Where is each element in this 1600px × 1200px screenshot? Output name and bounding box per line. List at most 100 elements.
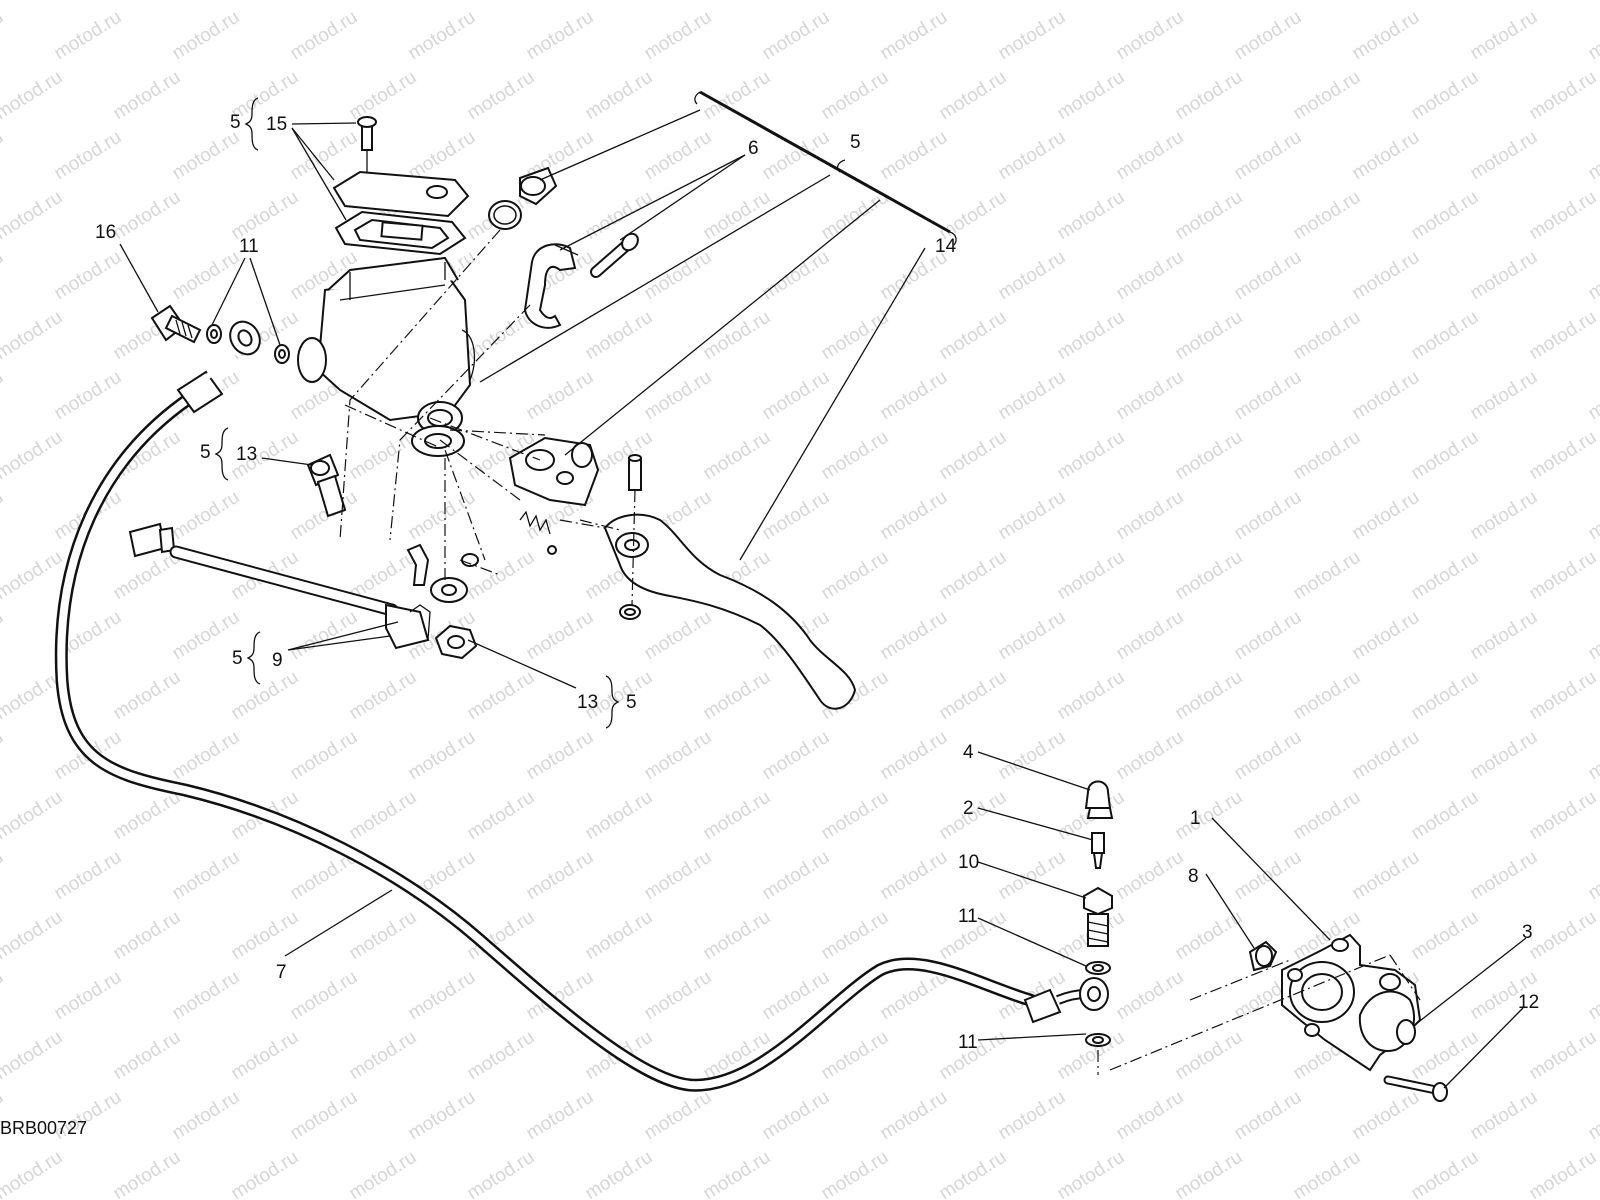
brace-glyph-9: [246, 631, 261, 685]
label-part-15: 15: [266, 114, 287, 135]
label-part-3: 3: [1522, 922, 1533, 943]
reservoir-cap: [332, 116, 470, 256]
watermark-text: motod.ru: [1349, 367, 1424, 425]
handlebar-clamp-part-6: [523, 232, 639, 329]
watermark-text: motod.ru: [582, 787, 657, 845]
brace-glyph-13b: [605, 675, 620, 729]
watermark-text: motod.ru: [1585, 7, 1600, 65]
watermark-text: motod.ru: [1290, 67, 1365, 125]
watermark-text: motod.ru: [51, 367, 126, 425]
watermark-text: motod.ru: [936, 667, 1011, 725]
watermark-text: motod.ru: [1467, 247, 1542, 305]
watermark-text: motod.ru: [1349, 607, 1424, 665]
watermark-text: motod.ru: [523, 727, 598, 785]
watermark-text: motod.ru: [995, 487, 1070, 545]
watermark-text: motod.ru: [759, 727, 834, 785]
watermark-text: motod.ru: [1054, 547, 1129, 605]
watermark-text: motod.ru: [1467, 607, 1542, 665]
watermark-text: motod.ru: [523, 1087, 598, 1145]
watermark-text: motod.ru: [1467, 487, 1542, 545]
watermark-text: motod.ru: [1408, 547, 1483, 605]
watermark-text: motod.ru: [1113, 607, 1188, 665]
watermark-text: motod.ru: [1113, 7, 1188, 65]
watermark-text: motod.ru: [51, 7, 126, 65]
part-labels: 5 5 15 16 11 6 5 14 5 13 5 9 13 5 7 4 2 …: [0, 97, 1539, 1138]
label-part-9: 9: [272, 650, 283, 671]
label-part-11-low: 11: [958, 1032, 978, 1053]
watermark-text: motod.ru: [1585, 247, 1600, 305]
watermark-text: motod.ru: [936, 0, 1011, 4]
watermark-text: motod.ru: [582, 907, 657, 965]
watermark-text: motod.ru: [110, 67, 185, 125]
watermark-text: motod.ru: [1526, 67, 1600, 125]
watermark-text: motod.ru: [169, 247, 244, 305]
watermark-text: motod.ru: [818, 67, 893, 125]
watermark-text: motod.ru: [1585, 847, 1600, 905]
watermark-text: motod.ru: [700, 1147, 775, 1200]
watermark-text: motod.ru: [0, 67, 66, 125]
watermark-text: motod.ru: [641, 727, 716, 785]
watermark-text: motod.ru: [1054, 667, 1129, 725]
watermark-text: motod.ru: [700, 67, 775, 125]
watermark-text: motod.ru: [1290, 307, 1365, 365]
watermark-text: motod.ru: [346, 67, 421, 125]
watermark-text: motod.ru: [1172, 547, 1247, 605]
watermark-text: motod.ru: [1231, 727, 1306, 785]
label-part-2: 2: [963, 798, 974, 819]
watermark-text: motod.ru: [1290, 1147, 1365, 1200]
watermark-text: motod.ru: [818, 187, 893, 245]
watermark-text: motod.ru: [1113, 247, 1188, 305]
watermark-text: motod.ru: [1172, 67, 1247, 125]
leader-lines: [119, 90, 1527, 1089]
watermark-text: motod.ru: [0, 787, 66, 845]
watermark-text: motod.ru: [995, 7, 1070, 65]
watermark-text: motod.ru: [1526, 787, 1600, 845]
watermark-text: motod.ru: [0, 367, 7, 425]
watermark-text: motod.ru: [936, 307, 1011, 365]
watermark-text: motod.ru: [759, 127, 834, 185]
watermark-text: motod.ru: [1585, 607, 1600, 665]
watermark-text: motod.ru: [1172, 667, 1247, 725]
watermark-text: motod.ru: [0, 1027, 66, 1085]
label-part-6: 6: [748, 138, 759, 159]
watermark-text: motod.ru: [1467, 367, 1542, 425]
watermark-text: motod.ru: [1290, 547, 1365, 605]
watermark-text: motod.ru: [0, 1147, 66, 1200]
watermark-text: motod.ru: [700, 0, 775, 4]
watermark-text: motod.ru: [1054, 67, 1129, 125]
watermark-text: motod.ru: [169, 7, 244, 65]
watermark-text: motod.ru: [1467, 127, 1542, 185]
watermark-text: motod.ru: [995, 727, 1070, 785]
watermark-text: motod.ru: [1526, 1027, 1600, 1085]
watermark-text: motod.ru: [1467, 1087, 1542, 1145]
watermark-text: motod.ru: [110, 1027, 185, 1085]
watermark-text: motod.ru: [1526, 187, 1600, 245]
watermark-text: motod.ru: [759, 367, 834, 425]
watermark-text: motod.ru: [936, 1147, 1011, 1200]
watermark-text: motod.ru: [1231, 127, 1306, 185]
watermark-text: motod.ru: [169, 727, 244, 785]
watermark-text: motod.ru: [1408, 67, 1483, 125]
watermark-text: motod.ru: [1408, 427, 1483, 485]
watermark-text: motod.ru: [464, 0, 539, 4]
watermark-text: motod.ru: [1172, 0, 1247, 4]
watermark-text: motod.ru: [1054, 1147, 1129, 1200]
watermark-text: motod.ru: [818, 1027, 893, 1085]
watermark-text: motod.ru: [582, 1147, 657, 1200]
watermark-text: motod.ru: [818, 787, 893, 845]
watermark-text: motod.ru: [464, 667, 539, 725]
watermark-text: motod.ru: [464, 67, 539, 125]
watermark-text: motod.ru: [936, 427, 1011, 485]
watermark-text: motod.ru: [995, 127, 1070, 185]
watermark-text: motod.ru: [523, 607, 598, 665]
watermark-text: motod.ru: [1408, 1027, 1483, 1085]
watermark-text: motod.ru: [641, 967, 716, 1025]
watermark-text: motod.ru: [1408, 0, 1483, 4]
watermark-text: motod.ru: [0, 967, 7, 1025]
hose-part-7: [54, 320, 1109, 1092]
watermark-text: motod.ru: [1585, 487, 1600, 545]
watermark-text: motod.ru: [169, 967, 244, 1025]
watermark-text: motod.ru: [1467, 727, 1542, 785]
watermark-text: motod.ru: [51, 247, 126, 305]
